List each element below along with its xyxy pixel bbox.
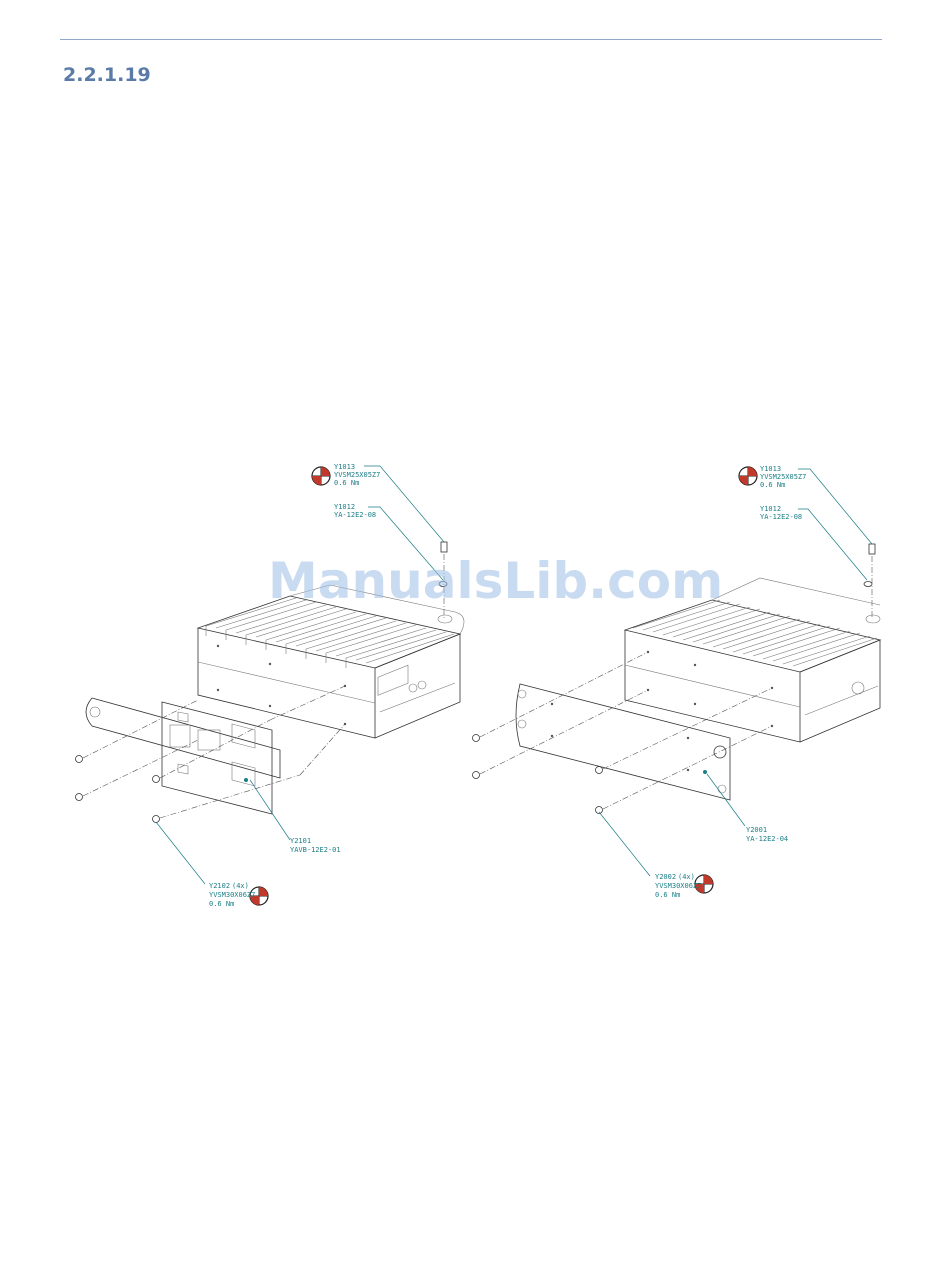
left-screw-top-part: Y1013 bbox=[334, 463, 355, 471]
left-screws-torque: 0.6 Nm bbox=[209, 900, 234, 908]
left-screw-top-code: YVSM25X05Z7 bbox=[334, 471, 380, 479]
right-screw-top-torque: 0.6 Nm bbox=[760, 481, 785, 489]
right-bracket-code: YA-12E2-04 bbox=[746, 835, 788, 843]
right-screw-top-code: YVSM25X05Z7 bbox=[760, 473, 806, 481]
left-screw-top-torque: 0.6 Nm bbox=[334, 479, 359, 487]
right-bracket-part: Y2001 bbox=[746, 826, 767, 834]
left-assembly-figure: Y1013 YVSM25X05Z7 0.6 Nm Y1012 YA-12E2-0… bbox=[76, 463, 465, 908]
right-screws-torque: 0.6 Nm bbox=[655, 891, 680, 899]
right-torque-icon-top bbox=[739, 467, 757, 485]
right-screw-top-part: Y1013 bbox=[760, 465, 781, 473]
left-washer-part: Y1012 bbox=[334, 503, 355, 511]
left-washer-code: YA-12E2-08 bbox=[334, 511, 376, 519]
right-screws-code: YVSM30X06Z7 bbox=[655, 882, 701, 890]
watermark: ManualsLib.com bbox=[268, 552, 723, 610]
right-screws-qty: (4x) bbox=[678, 873, 695, 881]
right-assembly-figure: Y1013 YVSM25X05Z7 0.6 Nm Y1012 YA-12E2-0… bbox=[473, 465, 881, 899]
right-wall-bracket bbox=[516, 684, 730, 800]
left-torque-icon-top bbox=[312, 467, 330, 485]
right-washer-part: Y1012 bbox=[760, 505, 781, 513]
right-washer-code: YA-12E2-08 bbox=[760, 513, 802, 521]
left-screws-part: Y2102 bbox=[209, 882, 230, 890]
left-din-bracket bbox=[86, 698, 280, 814]
left-bracket-part: Y2101 bbox=[290, 837, 311, 845]
left-screws-qty: (4x) bbox=[232, 882, 249, 890]
left-bracket-code: YAVB-12E2-01 bbox=[290, 846, 341, 854]
left-screws-code: YVSM30X06Z7 bbox=[209, 891, 255, 899]
right-screws-part: Y2002 bbox=[655, 873, 676, 881]
